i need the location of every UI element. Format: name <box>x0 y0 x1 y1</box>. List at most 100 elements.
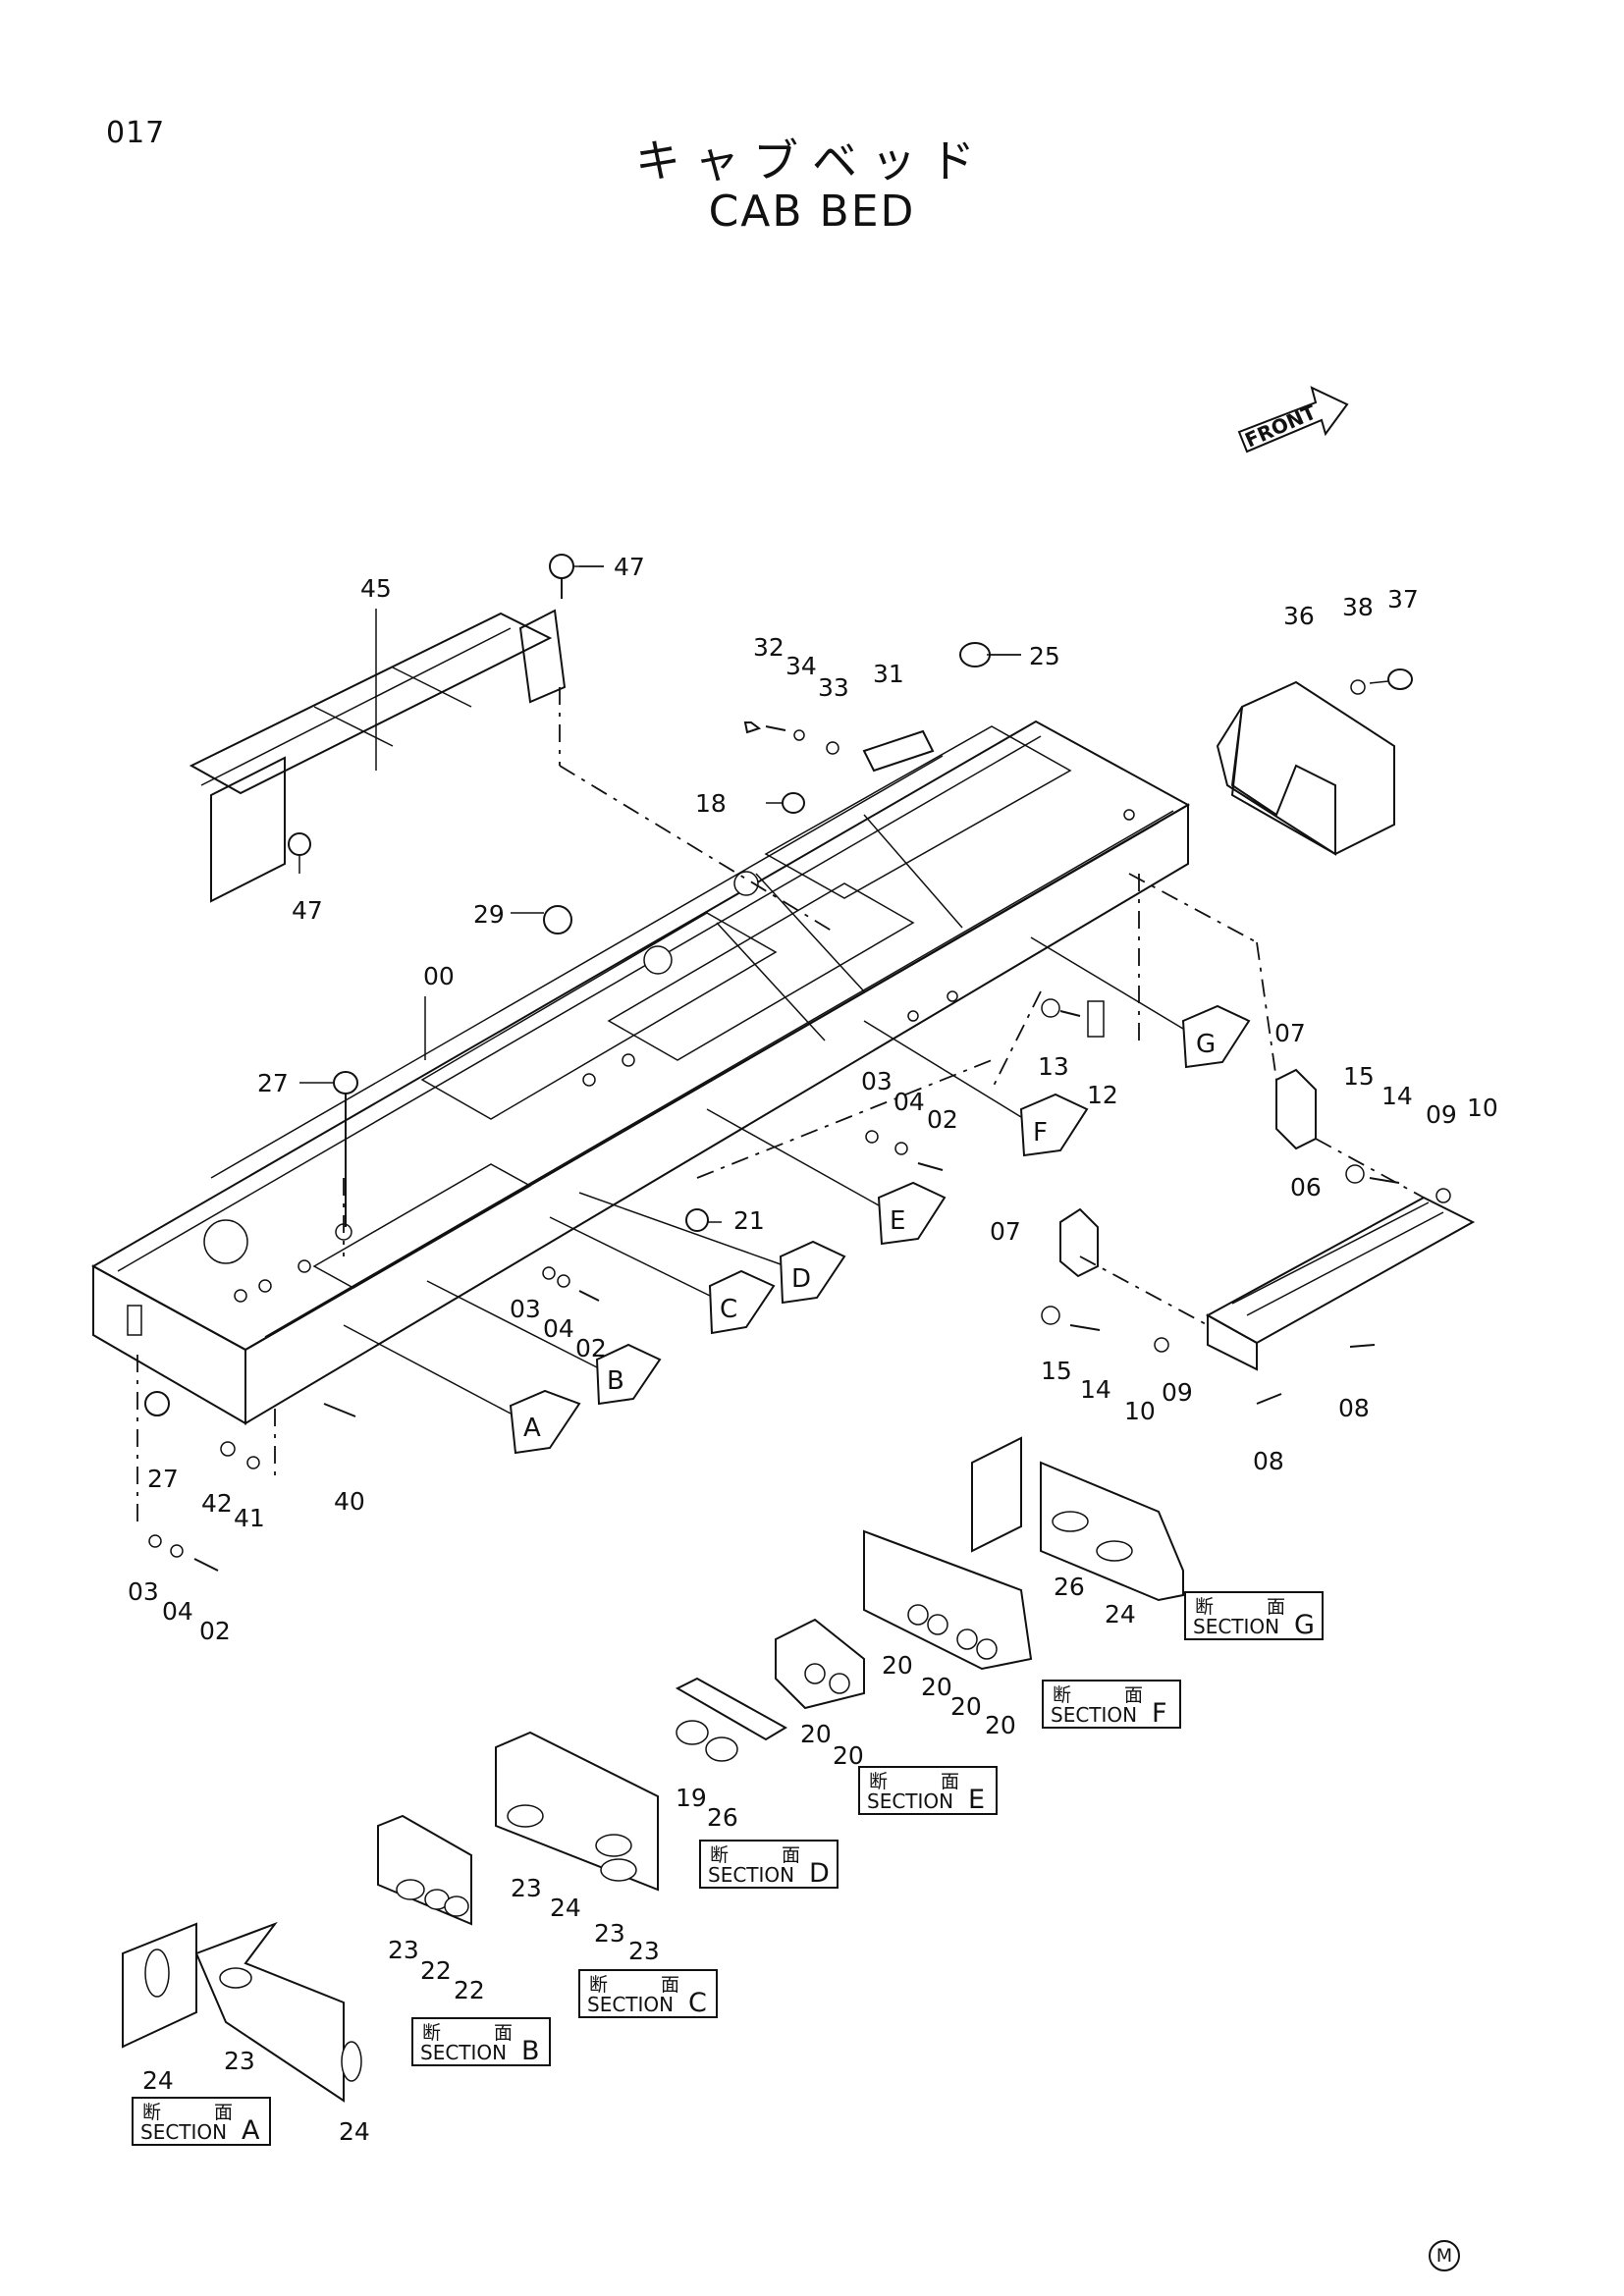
part-label: 26 <box>707 1803 738 1832</box>
section-label-b: 断 面 SECTION B <box>411 2017 551 2066</box>
svg-text:断: 断 <box>1195 1596 1214 1618</box>
leader-lines <box>375 565 1021 1060</box>
svg-text:E: E <box>890 1206 905 1236</box>
upper-bracket-assembly <box>189 609 567 903</box>
title-english: CAB BED <box>708 187 916 237</box>
svg-text:C: C <box>688 1988 707 2018</box>
svg-text:SECTION: SECTION <box>867 1789 953 1813</box>
svg-text:F: F <box>1033 1118 1048 1148</box>
part-label: 22 <box>420 1956 452 1985</box>
part-label: 38 <box>1342 593 1374 621</box>
section-label-d: 断 面 SECTION D <box>699 1840 839 1889</box>
part-label: 42 <box>201 1489 233 1518</box>
section-tag-g: G <box>1030 936 1251 1069</box>
section-f-plate <box>863 1529 1033 1671</box>
section-tag-b: B <box>426 1280 662 1406</box>
part-label: 22 <box>454 1976 485 2004</box>
part-label: 20 <box>800 1720 832 1748</box>
svg-text:面: 面 <box>661 1974 679 1996</box>
part-label: 23 <box>511 1874 542 1902</box>
part-label: 33 <box>818 673 849 702</box>
svg-text:断: 断 <box>869 1771 888 1792</box>
svg-text:面: 面 <box>494 2022 513 2044</box>
part-label: 04 <box>543 1314 574 1343</box>
section-d-plate <box>675 1677 787 1762</box>
part-label: 09 <box>1162 1378 1193 1407</box>
part-label: 18 <box>695 789 727 818</box>
part-labels: 00 47 47 45 29 27 27 32 34 33 31 25 18 3… <box>128 553 1498 2146</box>
section-tag-e: E <box>706 1108 947 1246</box>
part-label: 40 <box>334 1487 365 1516</box>
part-label: 31 <box>873 660 904 688</box>
title-japanese: キャブベッド <box>635 134 989 187</box>
section-c-plate <box>495 1731 659 1892</box>
part-label: 47 <box>292 896 323 925</box>
part-label: 47 <box>614 553 645 581</box>
step-ladder <box>1205 1196 1476 1371</box>
section-label-c: 断 面 SECTION C <box>578 1969 718 2018</box>
section-label-e: 断 面 SECTION E <box>858 1766 998 1815</box>
part-label: 23 <box>388 1936 419 1964</box>
part-label: 24 <box>339 2117 370 2146</box>
svg-text:SECTION: SECTION <box>140 2120 227 2144</box>
part-label: 14 <box>1080 1375 1111 1404</box>
svg-text:SECTION: SECTION <box>1051 1703 1137 1727</box>
part-label: 21 <box>733 1206 765 1235</box>
bracket-upper <box>1275 1068 1317 1150</box>
section-label-g: 断 面 SECTION G <box>1184 1591 1324 1640</box>
small-parts <box>144 554 1451 1572</box>
part-label: 10 <box>1124 1397 1156 1425</box>
part-label: 32 <box>753 633 785 662</box>
part-label: 37 <box>1387 585 1419 614</box>
svg-text:C: C <box>720 1295 737 1324</box>
section-b-plate <box>377 1814 472 1926</box>
part-label: 07 <box>1274 1019 1306 1047</box>
svg-text:断: 断 <box>1053 1684 1071 1706</box>
part-label: 13 <box>1038 1052 1069 1081</box>
part-label: 36 <box>1283 602 1315 630</box>
step-cover <box>1216 680 1395 856</box>
part-label: 03 <box>128 1577 159 1606</box>
section-label-a: 断 面 SECTION A <box>132 2097 271 2146</box>
svg-text:断: 断 <box>422 2022 441 2044</box>
part-label: 20 <box>921 1673 952 1701</box>
svg-text:断: 断 <box>589 1974 608 1996</box>
part-label: 23 <box>224 2047 255 2075</box>
page-number: 017 <box>106 116 166 150</box>
part-label: 08 <box>1253 1447 1284 1475</box>
part-label: 00 <box>423 962 455 990</box>
main-frame <box>90 720 1191 1425</box>
svg-text:A: A <box>523 1414 541 1443</box>
svg-text:面: 面 <box>214 2102 233 2123</box>
svg-text:SECTION: SECTION <box>708 1863 794 1887</box>
part-label: 14 <box>1381 1082 1413 1110</box>
part-label: 24 <box>1105 1600 1136 1629</box>
svg-text:B: B <box>521 2036 540 2066</box>
svg-text:SECTION: SECTION <box>1193 1615 1279 1638</box>
part-label: 20 <box>833 1741 864 1770</box>
part-label: 24 <box>550 1894 581 1922</box>
part-label: 09 <box>1426 1100 1457 1129</box>
bracket-lower <box>1059 1207 1099 1278</box>
part-label: 15 <box>1041 1357 1072 1385</box>
svg-text:B: B <box>607 1366 624 1396</box>
part-label: 12 <box>1087 1081 1118 1109</box>
part-label: 03 <box>510 1295 541 1323</box>
part-label: 04 <box>162 1597 193 1626</box>
part-label: 29 <box>473 900 505 929</box>
section-e-plate <box>775 1618 865 1710</box>
svg-text:断: 断 <box>710 1844 729 1866</box>
svg-text:G: G <box>1294 1610 1315 1640</box>
front-arrow-icon: FRONT <box>1237 386 1349 454</box>
part-label: 23 <box>594 1919 625 1948</box>
svg-text:SECTION: SECTION <box>587 1993 674 2016</box>
section-a-plate <box>122 1921 362 2103</box>
part-label: 27 <box>147 1465 179 1493</box>
part-label: 02 <box>927 1105 958 1134</box>
svg-text:SECTION: SECTION <box>420 2041 507 2064</box>
section-tag-a: A <box>343 1324 581 1455</box>
svg-text:面: 面 <box>782 1844 800 1866</box>
svg-text:面: 面 <box>1124 1684 1143 1706</box>
section-tag-d: D <box>578 1192 846 1305</box>
part-label: 20 <box>882 1651 913 1680</box>
